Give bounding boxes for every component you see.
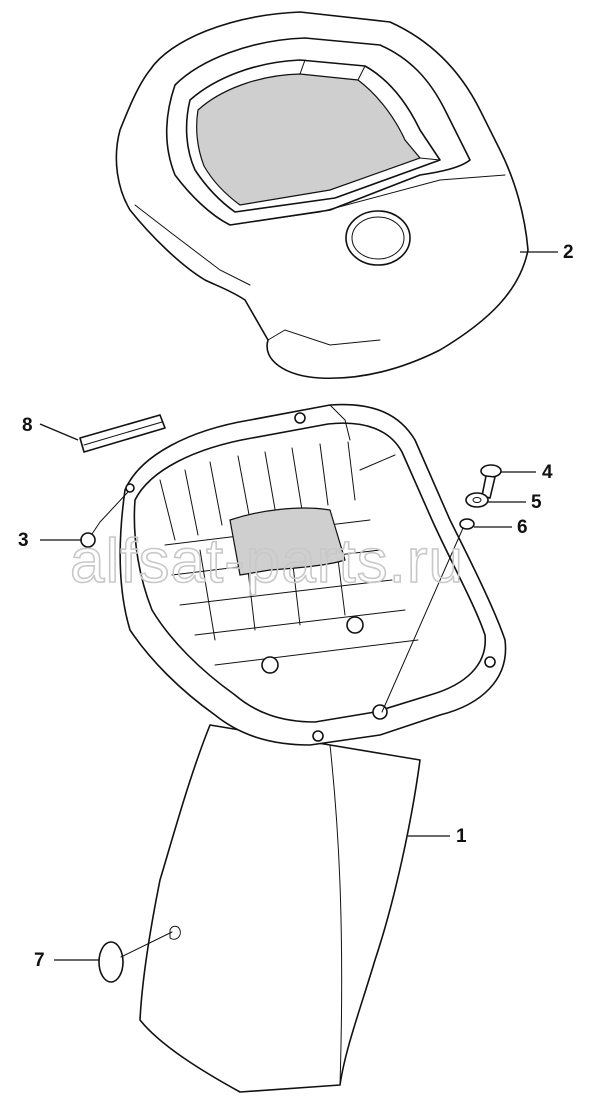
upper-cover-part-2 xyxy=(115,11,529,380)
nut-part-6 xyxy=(381,518,475,713)
lower-housing-part-1 xyxy=(119,403,507,1093)
callout-label-4: 4 xyxy=(542,462,553,483)
grommet-part-7 xyxy=(98,931,173,983)
watermark-text: alfsat-parts.ru xyxy=(70,527,464,596)
callout-label-3: 3 xyxy=(18,530,29,551)
washer-part-5 xyxy=(465,492,489,508)
callout-label-5: 5 xyxy=(531,492,542,513)
leader-line-8 xyxy=(39,423,79,441)
callout-label-6: 6 xyxy=(517,517,528,538)
callout-label-7: 7 xyxy=(34,950,45,971)
callout-label-2: 2 xyxy=(563,242,574,263)
trim-strip-part-8 xyxy=(79,414,166,453)
bolt-part-4 xyxy=(480,464,502,499)
callout-label-1: 1 xyxy=(456,826,467,847)
callout-label-8: 8 xyxy=(22,415,33,436)
